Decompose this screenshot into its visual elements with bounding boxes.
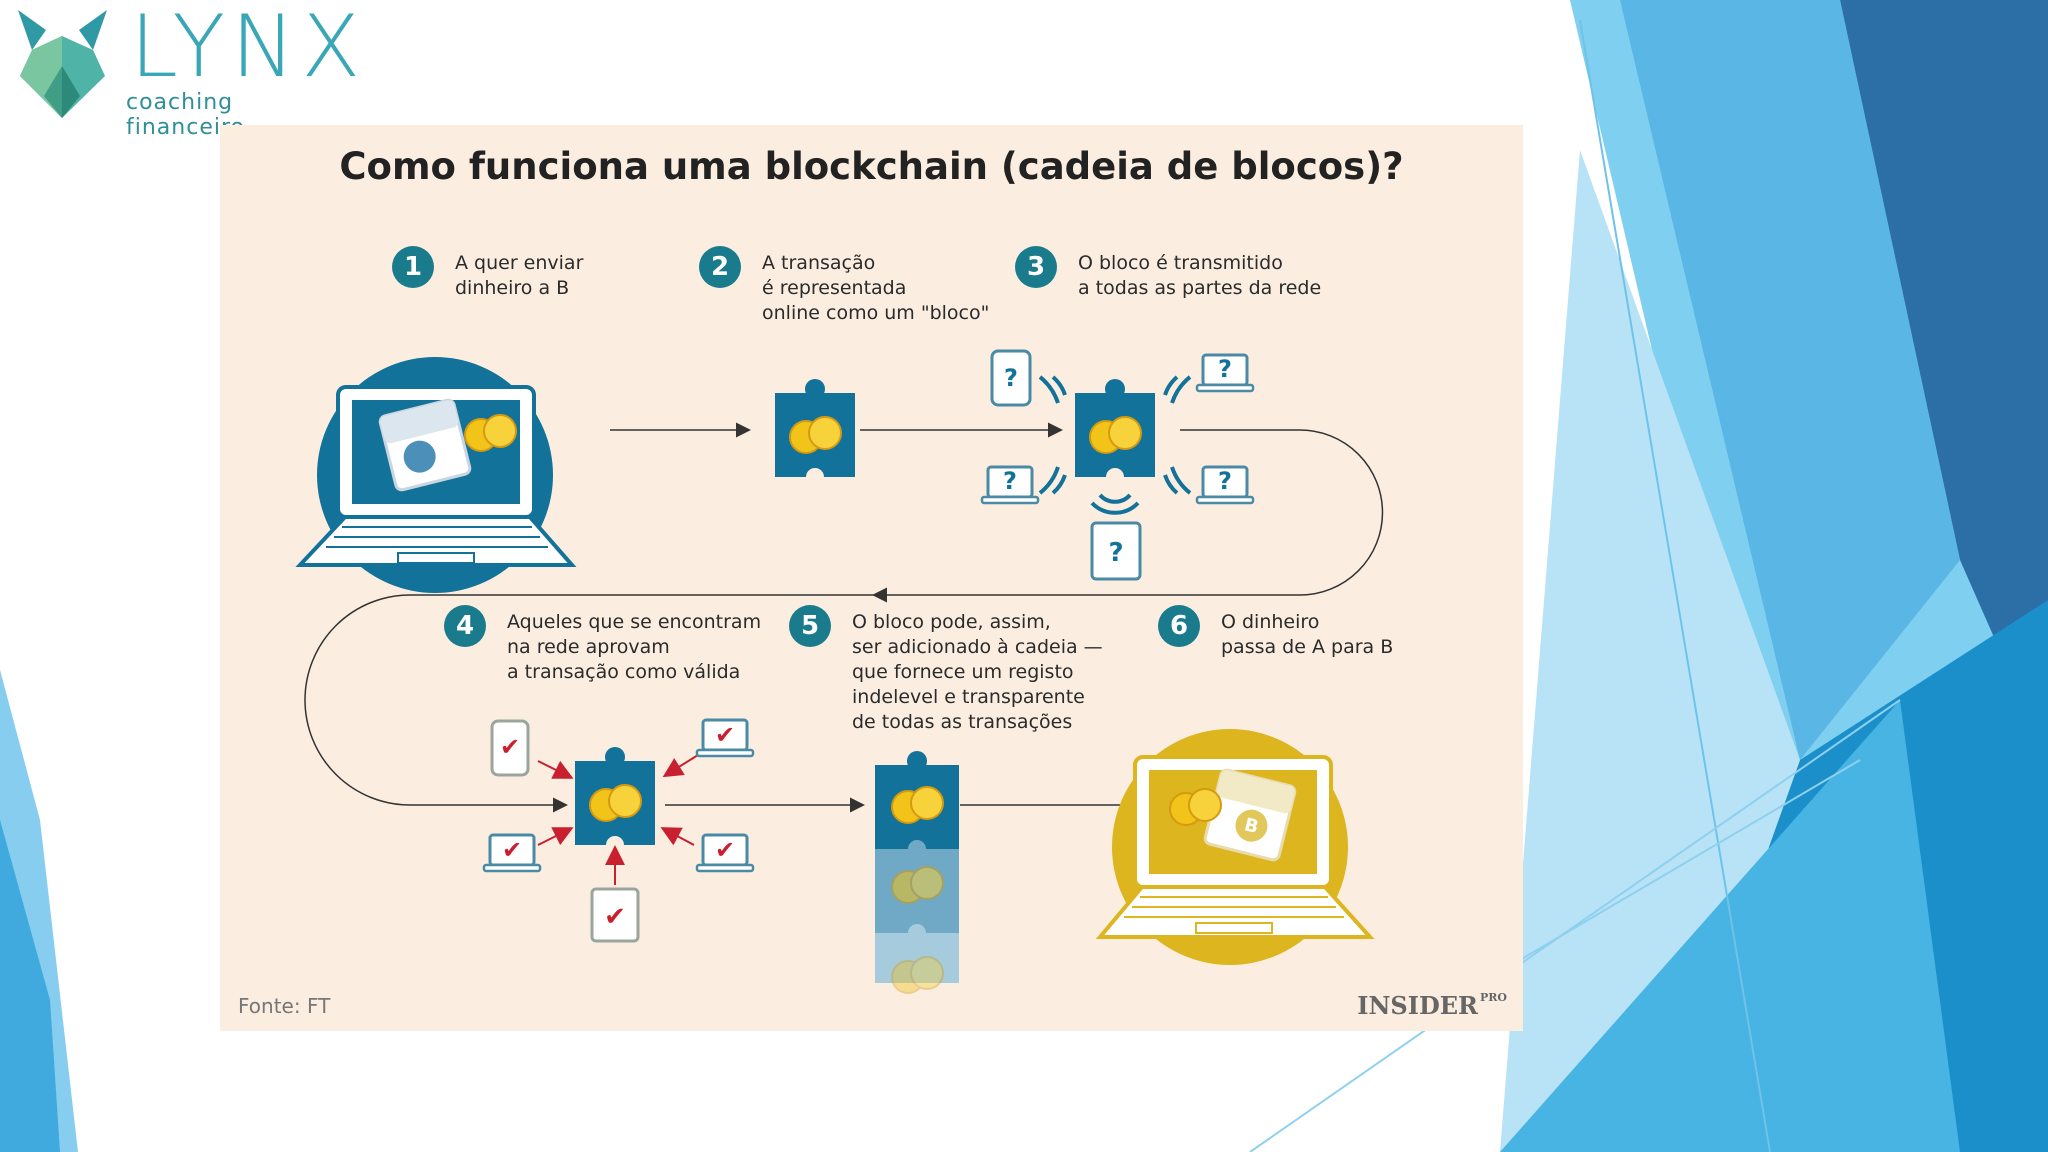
step-1-number: 1 [392,246,434,288]
infographic-panel: A ? ? [220,125,1523,1031]
question-icon: ? [1218,355,1232,383]
step-6-number: 6 [1158,605,1200,647]
step-2-number: 2 [699,246,741,288]
sender-laptop-icon: A [295,357,577,593]
publisher-name: INSIDER [1357,991,1478,1020]
question-icon: ? [1004,364,1018,392]
laptop-icon: ? [980,465,1040,505]
checkmark-icon: ✔ [502,836,522,864]
step-5-text: O bloco pode, assim, ser adicionado à ca… [852,611,1103,733]
block-chain-icon [875,751,959,994]
step-3-text: O bloco é transmitido a todas as partes … [1078,252,1322,299]
wallet-b-icon [1203,768,1297,862]
source-credit: Fonte: FT [238,994,331,1018]
question-icon: ? [1003,467,1017,495]
checkmark-icon: ✔ [500,733,520,761]
arrow-loop-to-block [304,594,875,813]
infographic-title: Como funciona uma blockchain (cadeia de … [339,145,1404,188]
blockchain-diagram: A ? ? [295,349,1384,994]
question-icon: ? [1218,467,1232,495]
logo-wordmark: LYNX [130,0,367,97]
checkmark-icon: ✔ [715,836,735,864]
laptop-icon: ✔ [482,833,542,873]
broadcast-block-icon [1075,379,1155,486]
laptop-icon: ✔ [695,718,755,758]
question-icon: ? [1108,538,1123,568]
approved-block-icon [575,747,655,854]
checkmark-icon: ✔ [715,721,735,749]
laptop-icon: ? [1195,353,1255,393]
step-4-number: 4 [444,605,486,647]
receiver-laptop-icon: B [1095,729,1375,965]
tablet-icon: ? [1090,521,1142,581]
publisher-sup: PRO [1480,991,1507,1004]
checkmark-icon: ✔ [604,902,626,932]
arrow-step3-to-4 [872,429,1384,603]
signal-icon [1038,375,1192,515]
step-1-text: A quer enviar dinheiro a B [455,252,584,299]
wallet-b-letter: B [1242,814,1260,838]
laptop-icon: ✔ [695,833,755,873]
tablet-icon: ✔ [590,887,640,943]
phone-icon: ? [990,349,1032,407]
puzzle-block-icon [775,379,855,486]
laptop-icon: ? [1195,465,1255,505]
phone-icon: ✔ [490,719,530,777]
lynx-head-icon [18,10,107,118]
step-3-number: 3 [1015,246,1057,288]
step-2-text: A transação é representada online como u… [762,252,990,324]
step-5-number: 5 [789,605,831,647]
step-6-text: O dinheiro passa de A para B [1221,611,1394,658]
step-4-text: Aqueles que se encontram na rede aprovam… [507,611,762,683]
wallet-a-icon [378,398,472,492]
company-logo: LYNX coaching financeiro [10,4,360,140]
